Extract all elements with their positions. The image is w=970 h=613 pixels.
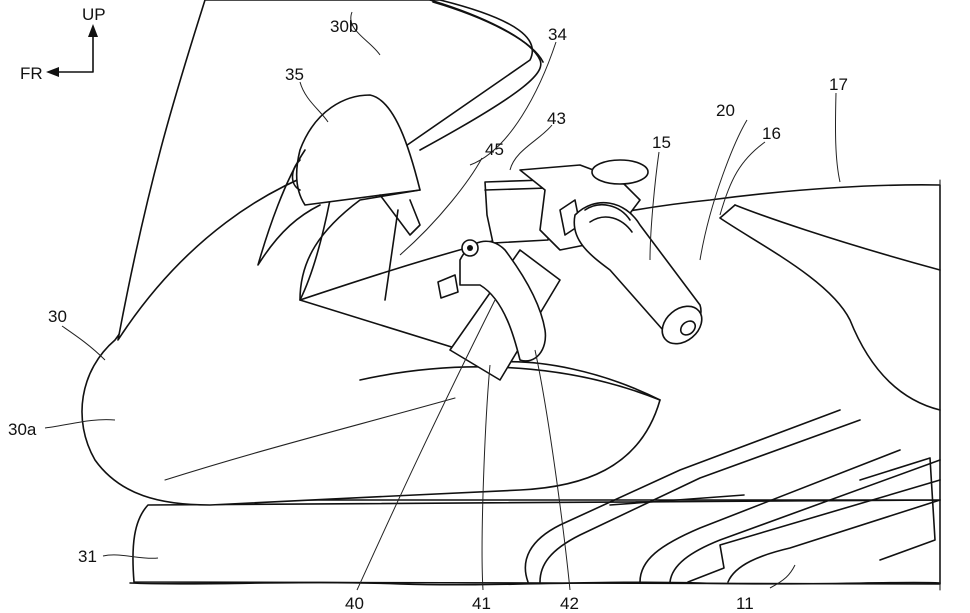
label-15: 15 — [652, 133, 671, 152]
up-label: UP — [82, 5, 106, 24]
front-arrow-icon — [46, 67, 59, 77]
inner-stay — [384, 209, 399, 301]
label-17: 17 — [829, 75, 848, 94]
label-16: 16 — [762, 124, 781, 143]
label-35: 35 — [285, 65, 304, 84]
label-41: 41 — [472, 594, 491, 613]
label-42: 42 — [560, 594, 579, 613]
label-11: 11 — [736, 594, 754, 613]
handle-grip-15 — [573, 201, 703, 345]
label-20: 20 — [716, 101, 735, 120]
bracket-34 — [379, 194, 421, 236]
fairing-character-line — [164, 397, 456, 481]
mirror-mount — [291, 159, 301, 191]
label-30: 30 — [48, 307, 67, 326]
lever-41 — [437, 239, 547, 362]
up-arrow-icon — [88, 24, 98, 37]
orientation-arrow-lines — [51, 35, 94, 73]
reference-labels: 30b 34 35 43 45 15 20 16 17 30 30a 31 40… — [8, 17, 848, 613]
label-34: 34 — [548, 25, 567, 44]
label-30b: 30b — [330, 17, 358, 36]
windscreen-edge-double — [432, 1, 544, 63]
label-30a: 30a — [8, 420, 37, 439]
label-45: 45 — [485, 140, 504, 159]
break-line — [129, 581, 941, 586]
front-label: FR — [20, 64, 43, 83]
orientation-indicator: UP FR — [20, 5, 106, 83]
mirror-stay — [257, 149, 321, 266]
underbody-part-11 — [524, 409, 941, 583]
label-43: 43 — [547, 109, 566, 128]
cover-inner-line — [734, 204, 941, 271]
cover-panel-line — [719, 204, 941, 411]
label-31: 31 — [78, 547, 97, 566]
mirror-35 — [295, 94, 421, 206]
label-40: 40 — [345, 594, 364, 613]
leader-lines — [44, 11, 841, 591]
inner-panel-edge — [299, 189, 421, 301]
windscreen-30b — [117, 0, 534, 341]
